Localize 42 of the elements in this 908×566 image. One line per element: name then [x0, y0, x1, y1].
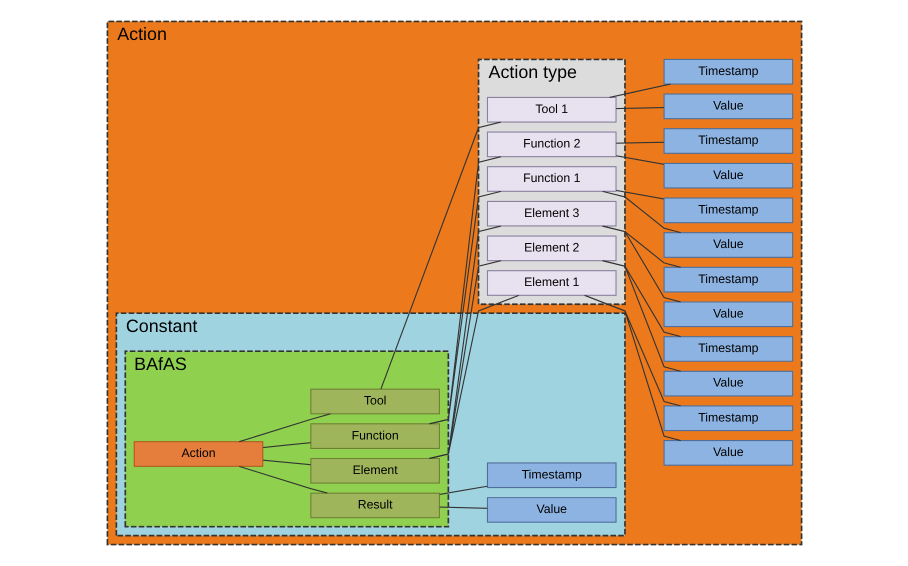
connector [616, 155, 664, 165]
node-box: Function [310, 423, 440, 449]
node-box: Tool 1 [486, 96, 616, 123]
connector [616, 107, 664, 110]
node-box: Value [663, 232, 793, 258]
connector [602, 225, 680, 268]
connector [602, 225, 680, 302]
node-box: Tool [310, 388, 440, 414]
node-box: Element 3 [486, 200, 616, 227]
node-box: Element 2 [486, 236, 616, 262]
node-box: Value [486, 497, 616, 523]
connector [262, 442, 310, 448]
node-box: Timestamp [663, 58, 793, 85]
node-box: Timestamp [486, 462, 616, 488]
node-box: Timestamp [663, 266, 793, 292]
node-box: Value [663, 370, 793, 396]
node-box: Value [663, 301, 793, 328]
node-box: Result [310, 492, 440, 518]
node-box: Element 1 [486, 270, 616, 296]
connector [584, 294, 680, 406]
node-box: Timestamp [663, 128, 793, 154]
connector [602, 260, 680, 338]
node-box: Function 1 [486, 166, 616, 192]
node-box: Value [663, 440, 793, 466]
connector [602, 190, 680, 234]
node-box: Timestamp [663, 336, 793, 362]
connector [616, 142, 664, 144]
connector [380, 122, 501, 390]
connector [262, 460, 310, 466]
node-box: Action [133, 441, 263, 467]
node-box: Value [663, 94, 793, 120]
node-box: Timestamp [663, 405, 793, 432]
node-box: Element [310, 458, 440, 484]
connector [602, 260, 680, 372]
node-box: Function 2 [486, 132, 616, 158]
connector [439, 486, 487, 496]
connector [616, 190, 664, 200]
connector [439, 506, 487, 509]
connector [608, 84, 670, 98]
node-box: Value [663, 162, 793, 189]
node-box: Timestamp [663, 197, 793, 224]
connector [584, 294, 680, 442]
